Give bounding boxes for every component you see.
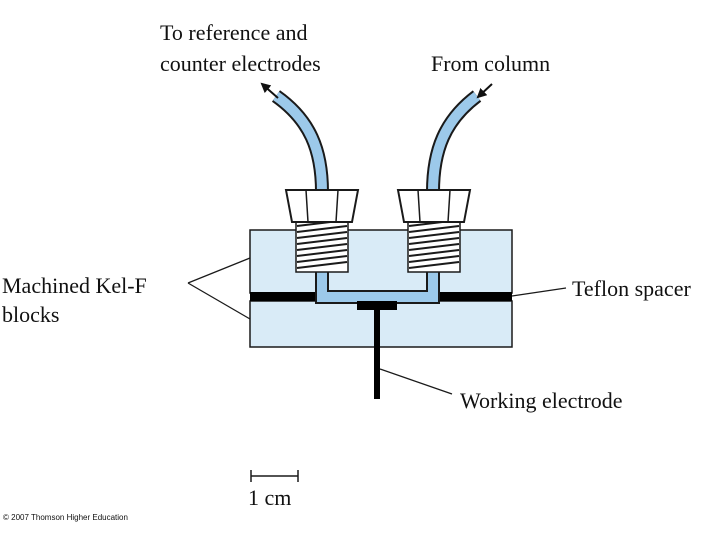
teflon-leader xyxy=(511,287,567,297)
electrode-leader xyxy=(379,368,453,395)
label-kel-f-line2: blocks xyxy=(2,302,59,327)
outlet-arrow xyxy=(260,82,279,99)
kel-f-leader-lower xyxy=(187,282,251,320)
label-from-column: From column xyxy=(431,51,550,76)
label-kel-f-line1: Machined Kel-F xyxy=(2,273,147,298)
label-teflon-spacer: Teflon spacer xyxy=(572,276,691,301)
inlet-tube xyxy=(426,90,482,193)
label-to-reference-line2: counter electrodes xyxy=(160,51,321,76)
scale-bar xyxy=(250,470,299,482)
label-scale: 1 cm xyxy=(248,485,291,510)
copyright-notice: © 2007 Thomson Higher Education xyxy=(3,513,128,522)
flow-channel xyxy=(315,268,440,304)
label-working-electrode: Working electrode xyxy=(460,388,623,413)
working-electrode xyxy=(357,301,397,399)
kel-f-leader-upper xyxy=(187,257,251,284)
right-fitting xyxy=(396,189,472,273)
upper-kel-f-block xyxy=(249,229,513,294)
teflon-spacer xyxy=(250,292,512,301)
inlet-arrow xyxy=(476,83,493,99)
left-fitting xyxy=(284,189,360,273)
outlet-tube xyxy=(271,90,329,193)
label-to-reference-line1: To reference and xyxy=(160,20,307,45)
